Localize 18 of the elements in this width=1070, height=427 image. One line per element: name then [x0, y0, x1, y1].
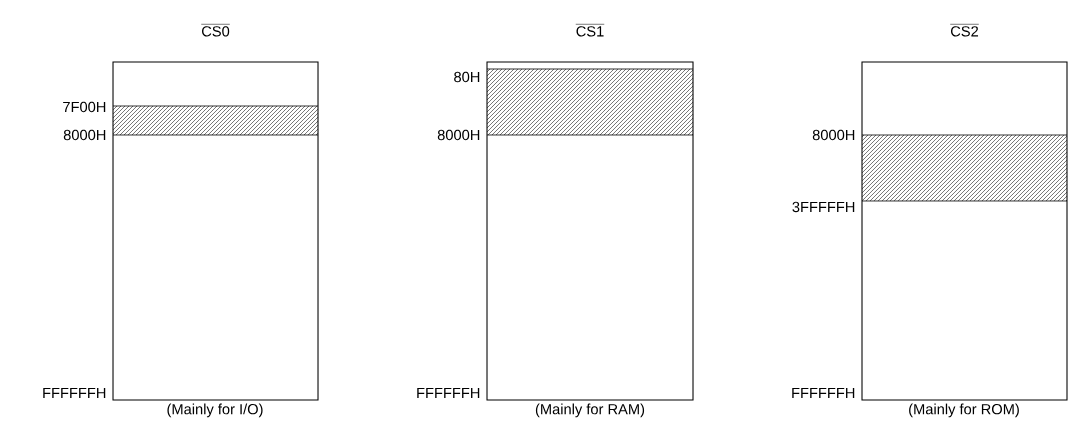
address-label: 3FFFFFH [792, 201, 855, 213]
memory-map-box [861, 61, 1068, 401]
address-label: FFFFFFH [43, 387, 106, 399]
address-label: 80H [454, 71, 480, 83]
address-label: 8000H [437, 129, 480, 141]
memory-map-box [112, 61, 319, 401]
usage-label: (Mainly for I/O) [167, 403, 263, 418]
memory-map-box [486, 61, 694, 401]
address-label: 7F00H [63, 101, 106, 113]
usage-label: (Mainly for ROM) [909, 403, 1019, 418]
address-label: FFFFFFH [792, 387, 855, 399]
chip-select-label: CS0 [201, 24, 231, 37]
usage-label: (Mainly for RAM) [535, 403, 645, 418]
address-label: 8000H [63, 129, 106, 141]
chip-select-label: CS1 [575, 24, 605, 37]
address-label: 8000H [812, 129, 855, 141]
address-label: FFFFFFH [417, 387, 480, 399]
chip-select-label: CS2 [949, 24, 980, 37]
